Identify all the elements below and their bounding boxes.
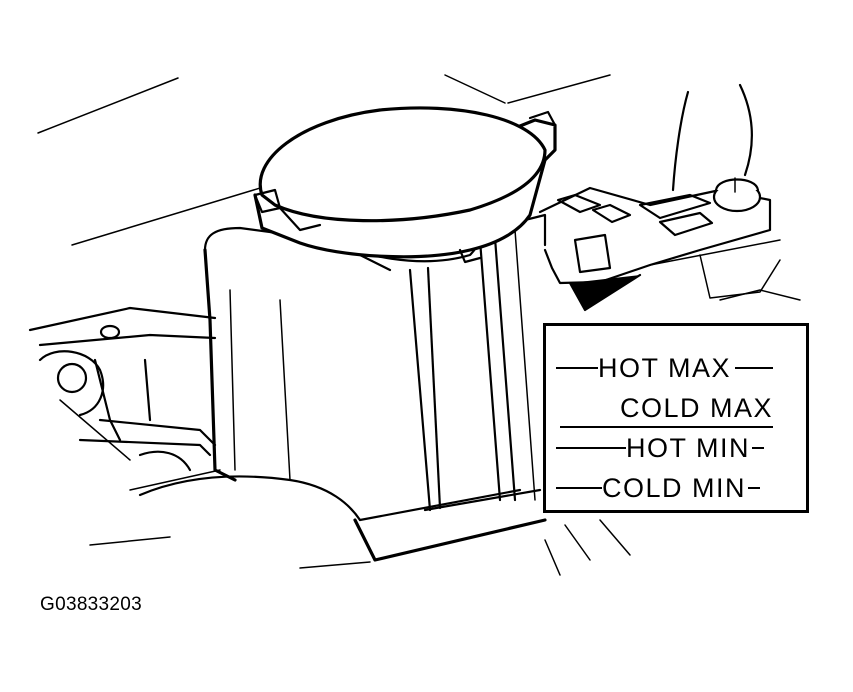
figure-code: G03833203 <box>40 594 143 615</box>
cold-min-dash-right <box>748 487 761 489</box>
hot-min-dash-left <box>556 447 626 449</box>
hot-max-line: HOT MAX <box>556 348 774 388</box>
background-lines <box>37 74 611 569</box>
cold-min-dash-left <box>556 487 602 489</box>
engine-parts-left <box>28 306 217 472</box>
hot-max-dash-left <box>556 367 598 369</box>
cold-max-text: COLD MAX <box>620 392 774 423</box>
hot-min-dash-right <box>752 447 764 449</box>
cold-min-text: COLD MIN <box>602 472 747 503</box>
coolant-level-label: HOT MAX COLD MAX HOT MIN COLD MIN <box>543 323 809 513</box>
filler-cap <box>253 106 557 264</box>
hot-min-line: HOT MIN <box>556 428 764 468</box>
hot-min-text: HOT MIN <box>626 432 750 463</box>
hoses <box>671 83 753 192</box>
hot-max-dash-right <box>735 367 774 369</box>
cold-min-line: COLD MIN <box>556 468 761 508</box>
mounting-bracket <box>538 177 801 312</box>
cold-max-line: COLD MAX <box>560 390 774 428</box>
hot-max-text: HOT MAX <box>598 352 732 383</box>
reservoir-tank <box>203 213 547 512</box>
